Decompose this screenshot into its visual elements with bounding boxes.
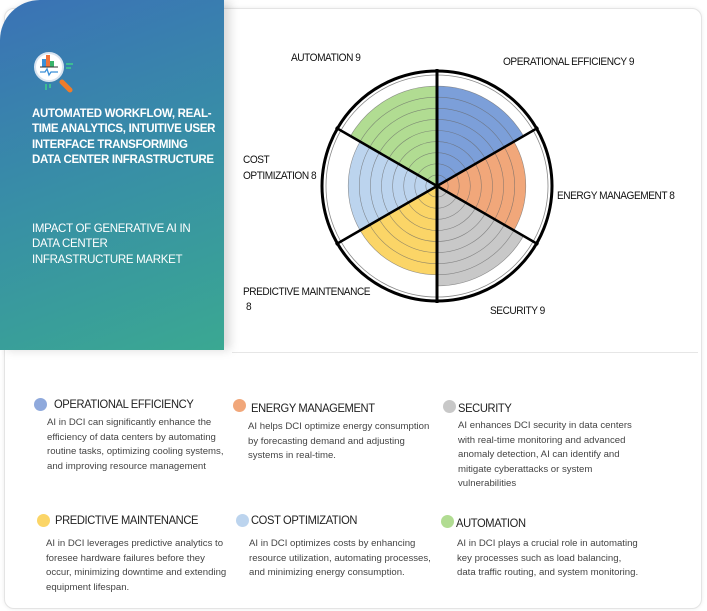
- header-panel: AUTOMATED WORKFLOW, REAL-TIME ANALYTICS,…: [0, 0, 224, 350]
- sector-ring: [350, 85, 438, 137]
- sector-ring: [436, 208, 476, 231]
- label-automation: AUTOMATION 9: [291, 52, 361, 64]
- sector-ring: [370, 152, 380, 220]
- label-cost-optimization: OPTIMIZATION 8: [243, 170, 317, 182]
- sector-ring: [436, 230, 515, 276]
- legend-title: PREDICTIVE MAINTENANCE: [55, 513, 199, 527]
- sector-ring: [407, 152, 438, 170]
- sector-ring: [436, 141, 476, 164]
- panel-subtitle: IMPACT OF GENERATIVE AI IN DATA CENTER I…: [32, 223, 191, 266]
- sector-ring: [381, 158, 390, 214]
- label-operational-efficiency: OPERATIONAL EFFICIENCY 9: [503, 56, 635, 68]
- sector-divider: [436, 184, 539, 246]
- legend-description: AI in DCI leverages predictive analytics…: [46, 538, 227, 593]
- sector-ring: [436, 213, 486, 242]
- sector-ring: [359, 230, 438, 276]
- sector-ring: [388, 213, 438, 242]
- sector-ring: [359, 96, 438, 142]
- section-divider: [232, 352, 698, 353]
- legend-description: AI enhances DCI security in data centers…: [458, 420, 632, 489]
- legend-dot: [34, 398, 47, 411]
- sector-ring: [379, 119, 438, 153]
- sector-ring: [347, 141, 361, 231]
- sector-predictive-maintenance: [360, 186, 437, 275]
- legend-title: COST OPTIMIZATION: [251, 513, 358, 527]
- sector-ring: [379, 219, 438, 253]
- sector-ring: [369, 108, 438, 148]
- legend-title: AUTOMATION: [456, 516, 526, 530]
- sector-divider: [335, 126, 438, 188]
- sector-divider: [335, 184, 438, 246]
- sector-ring: [475, 163, 482, 209]
- legend-title: SECURITY: [458, 401, 512, 415]
- sector-divider: [436, 126, 539, 188]
- legend-title: OPERATIONAL EFFICIENCY: [54, 397, 194, 411]
- sector-ring: [436, 224, 505, 264]
- sector-ring: [436, 235, 524, 287]
- sector-ring: [388, 130, 438, 159]
- legend-dot: [233, 399, 246, 412]
- sector-ring: [436, 85, 524, 137]
- sector-ring: [403, 169, 409, 203]
- legend-dot: [37, 514, 50, 527]
- polar-area-chart: [320, 69, 554, 303]
- panel-headline: AUTOMATED WORKFLOW, REAL-TIME ANALYTICS,…: [32, 108, 216, 166]
- label-predictive-maintenance: PREDICTIVE MAINTENANCE: [243, 286, 371, 298]
- sector-ring: [513, 141, 527, 231]
- sector-ring: [436, 119, 495, 153]
- legend-dot: [236, 514, 249, 527]
- sector-ring: [436, 219, 495, 253]
- legend-dot: [443, 400, 456, 413]
- sector-ring: [398, 208, 438, 231]
- sector-ring: [436, 202, 467, 220]
- sector-ring: [455, 174, 460, 198]
- sector-ring: [407, 202, 438, 220]
- legend-dot: [441, 515, 454, 528]
- sector-ring: [436, 108, 505, 148]
- analytics-magnifier-icon: [34, 52, 73, 93]
- label-security: SECURITY 9: [490, 305, 545, 317]
- legend-title: ENERGY MANAGEMENT: [251, 401, 375, 415]
- legend-description: AI in DCI plays a crucial role in automa…: [457, 538, 639, 578]
- sector-ring: [436, 130, 486, 159]
- legend-description: AI in DCI optimizes costs by enhancing r…: [249, 538, 431, 578]
- sector-ring: [359, 147, 370, 225]
- sector-ring: [484, 158, 493, 214]
- sector-ring: [398, 141, 438, 164]
- sector-ring: [392, 163, 399, 209]
- sector-ring: [465, 169, 471, 203]
- label-predictive-maintenance-value: 8: [246, 301, 252, 313]
- sector-ring: [436, 152, 467, 170]
- label-energy-management: ENERGY MANAGEMENT 8: [557, 190, 675, 202]
- sector-ring: [494, 152, 504, 220]
- label-cost: COST: [243, 154, 270, 166]
- sector-ring: [414, 174, 419, 198]
- sector-ring: [504, 147, 515, 225]
- sector-ring: [436, 96, 515, 142]
- legend-description: AI in DCI can significantly enhance the …: [47, 417, 224, 472]
- sector-ring: [369, 224, 438, 264]
- legend-description: AI helps DCI optimize energy consumption…: [248, 421, 430, 461]
